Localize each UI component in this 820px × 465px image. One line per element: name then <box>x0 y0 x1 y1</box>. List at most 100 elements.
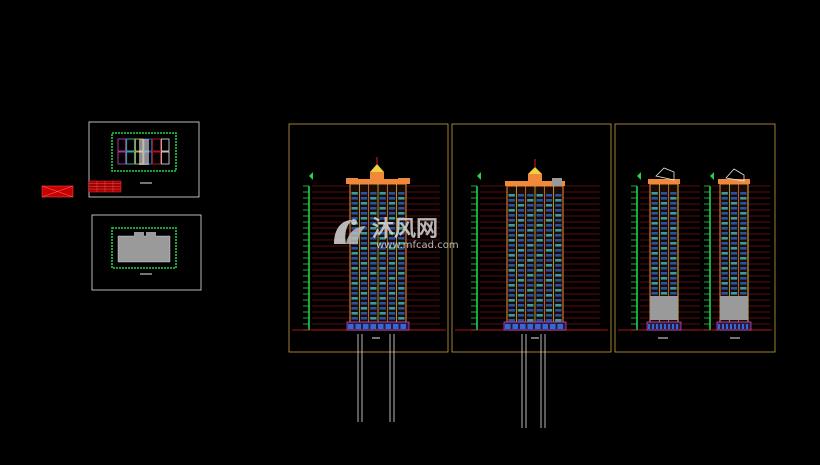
elevation-sheet-1[interactable] <box>288 123 449 353</box>
tower-window <box>660 202 668 205</box>
tower-window <box>527 239 534 242</box>
tower-window <box>379 192 386 195</box>
tower-window <box>740 287 747 290</box>
tower-window <box>555 244 562 247</box>
tower-window <box>398 242 405 245</box>
tower-window <box>660 207 668 210</box>
podium-arch <box>734 324 736 329</box>
tower-window <box>370 287 377 290</box>
floor-plan-sheet-top[interactable] <box>88 121 200 198</box>
tower-window <box>517 234 525 237</box>
tower-window <box>555 269 562 272</box>
tower-window <box>508 214 515 217</box>
tower-window <box>388 217 396 220</box>
tower-window <box>379 257 386 260</box>
plan-room <box>160 138 170 152</box>
tower-window <box>370 262 377 265</box>
tower-window <box>351 217 358 220</box>
tower-window <box>545 269 553 272</box>
podium-arch <box>656 324 658 329</box>
tower-window <box>740 272 747 275</box>
tower-window <box>388 317 396 320</box>
tower-crown <box>528 174 542 186</box>
tower-window <box>651 242 658 245</box>
tower-window <box>660 257 668 260</box>
tower-window <box>370 222 377 225</box>
tower-window <box>660 197 668 200</box>
tower-window <box>351 272 358 275</box>
tower-window <box>730 217 738 220</box>
tower-window <box>360 242 368 245</box>
tower-window <box>351 207 358 210</box>
tower-window <box>517 299 525 302</box>
watermark-title: 沐风网 <box>372 217 438 242</box>
tower-window <box>508 224 515 227</box>
tower-window <box>517 264 525 267</box>
tower-window <box>379 307 386 310</box>
tower-window <box>527 254 534 257</box>
tower-window <box>660 242 668 245</box>
tower-window <box>527 229 534 232</box>
podium-arch <box>385 324 391 329</box>
tower-window <box>555 284 562 287</box>
tower-window <box>536 264 543 267</box>
tower-window <box>360 202 368 205</box>
tower-window <box>527 269 534 272</box>
legend-table[interactable] <box>88 180 122 193</box>
tower-window <box>527 219 534 222</box>
tower-window <box>536 229 543 232</box>
tower-window <box>555 289 562 292</box>
tower-window <box>536 269 543 272</box>
tower-window <box>651 217 658 220</box>
tower-window <box>388 247 396 250</box>
tower-window <box>527 304 534 307</box>
tower-window <box>388 262 396 265</box>
tower-window <box>360 297 368 300</box>
tower-window <box>660 262 668 265</box>
tower-window <box>730 277 738 280</box>
tower-window <box>740 197 747 200</box>
tower-window <box>351 297 358 300</box>
tower-window <box>351 287 358 290</box>
tower-window <box>351 257 358 260</box>
tower-window <box>660 267 668 270</box>
podium-arch <box>742 324 744 329</box>
tower-window <box>555 209 562 212</box>
tower-crown <box>370 172 384 184</box>
tower-window <box>721 267 728 270</box>
tower-window <box>508 284 515 287</box>
tower-window <box>721 202 728 205</box>
tower-window <box>379 317 386 320</box>
elevation-sheet-2[interactable] <box>451 123 612 353</box>
tower-window <box>351 202 358 205</box>
tower-window <box>660 217 668 220</box>
title-block-stamp[interactable] <box>41 185 74 198</box>
floor-plan-sheet-bottom[interactable] <box>91 214 202 291</box>
tower-window <box>536 239 543 242</box>
tower-window <box>730 202 738 205</box>
elevation-sheet-3[interactable] <box>614 123 776 353</box>
tower-window <box>398 207 405 210</box>
tower-window <box>351 227 358 230</box>
podium-arch <box>363 324 369 329</box>
tower-window <box>670 202 677 205</box>
tower-window <box>721 207 728 210</box>
tower-window <box>730 222 738 225</box>
tower-window <box>379 302 386 305</box>
tower-window <box>370 207 377 210</box>
tower-window <box>545 219 553 222</box>
tower-window <box>508 219 515 222</box>
tower-window <box>730 272 738 275</box>
tower-window <box>508 314 515 317</box>
tower-window <box>388 292 396 295</box>
tower-window <box>670 292 677 295</box>
tower-window <box>545 284 553 287</box>
tower-window <box>360 247 368 250</box>
tower-window <box>555 239 562 242</box>
tower-window <box>370 252 377 255</box>
tower-window <box>379 227 386 230</box>
tower-window <box>721 282 728 285</box>
tower-window <box>370 282 377 285</box>
tower-window <box>527 314 534 317</box>
